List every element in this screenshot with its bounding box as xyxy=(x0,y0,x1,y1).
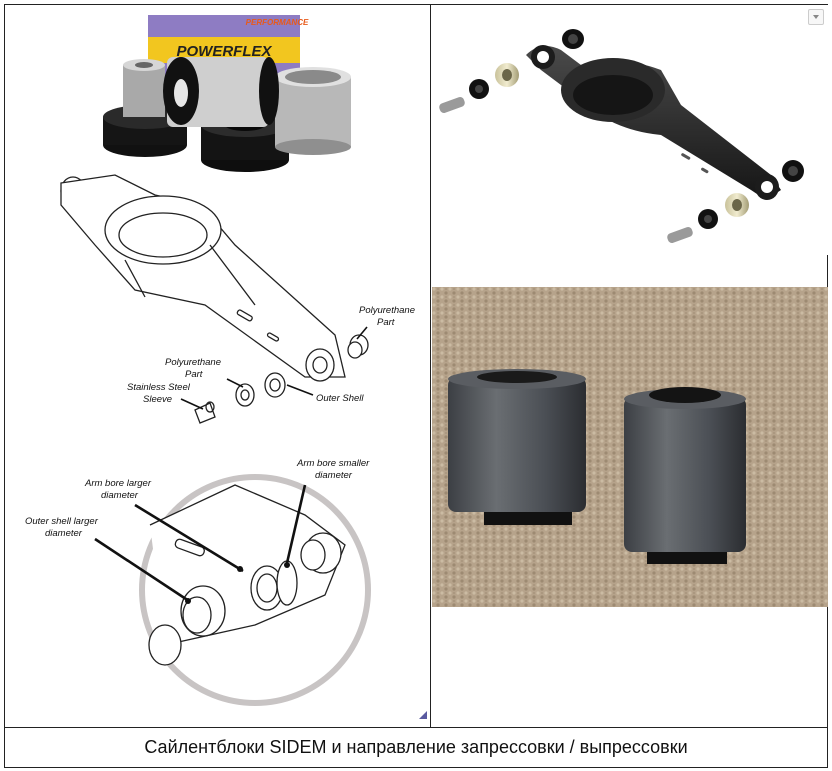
figure-caption: Сайлентблоки SIDEM и направление запресс… xyxy=(144,737,688,757)
label-arm-bore-smaller-2: diameter xyxy=(315,470,353,481)
control-arm-render xyxy=(431,5,828,255)
label-outer-shell-larger-1: Outer shell larger xyxy=(25,516,99,527)
label-polyurethane-middle-1: Polyurethane xyxy=(165,357,221,368)
label-arm-bore-smaller-1: Arm bore smaller xyxy=(296,458,370,469)
resize-handle-icon[interactable] xyxy=(419,711,427,719)
row-divider xyxy=(4,727,828,728)
left-panel: PERFORMANCE POWERFLEX xyxy=(5,5,430,727)
image-menu-button[interactable] xyxy=(808,9,824,25)
label-outer-shell: Outer Shell xyxy=(316,393,364,404)
control-arm-drawing xyxy=(60,174,369,424)
box-tag-text: PERFORMANCE xyxy=(246,18,309,27)
label-stainless-sleeve-1: Stainless Steel xyxy=(127,382,191,393)
bushing-parts-photo xyxy=(103,57,351,172)
label-arm-bore-larger-1: Arm bore larger xyxy=(84,478,152,489)
label-polyurethane-upper-1: Polyurethane xyxy=(359,305,415,316)
detail-circle xyxy=(94,474,371,706)
label-arm-bore-larger-2: diameter xyxy=(101,490,139,501)
label-stainless-sleeve-2: Sleeve xyxy=(143,394,172,405)
box-brand-text: POWERFLEX xyxy=(176,43,272,60)
label-polyurethane-middle-2: Part xyxy=(185,369,203,380)
control-arm-render-image xyxy=(439,29,804,244)
column-divider xyxy=(430,4,431,728)
leader-lines xyxy=(180,326,368,410)
bushings-photo-image xyxy=(432,287,828,607)
bushings-photo xyxy=(432,287,828,607)
bushing-diagram-image: PERFORMANCE POWERFLEX xyxy=(25,15,415,706)
label-outer-shell-larger-2: diameter xyxy=(45,528,83,539)
chevron-down-icon xyxy=(813,15,819,19)
label-polyurethane-upper-2: Part xyxy=(377,317,395,328)
